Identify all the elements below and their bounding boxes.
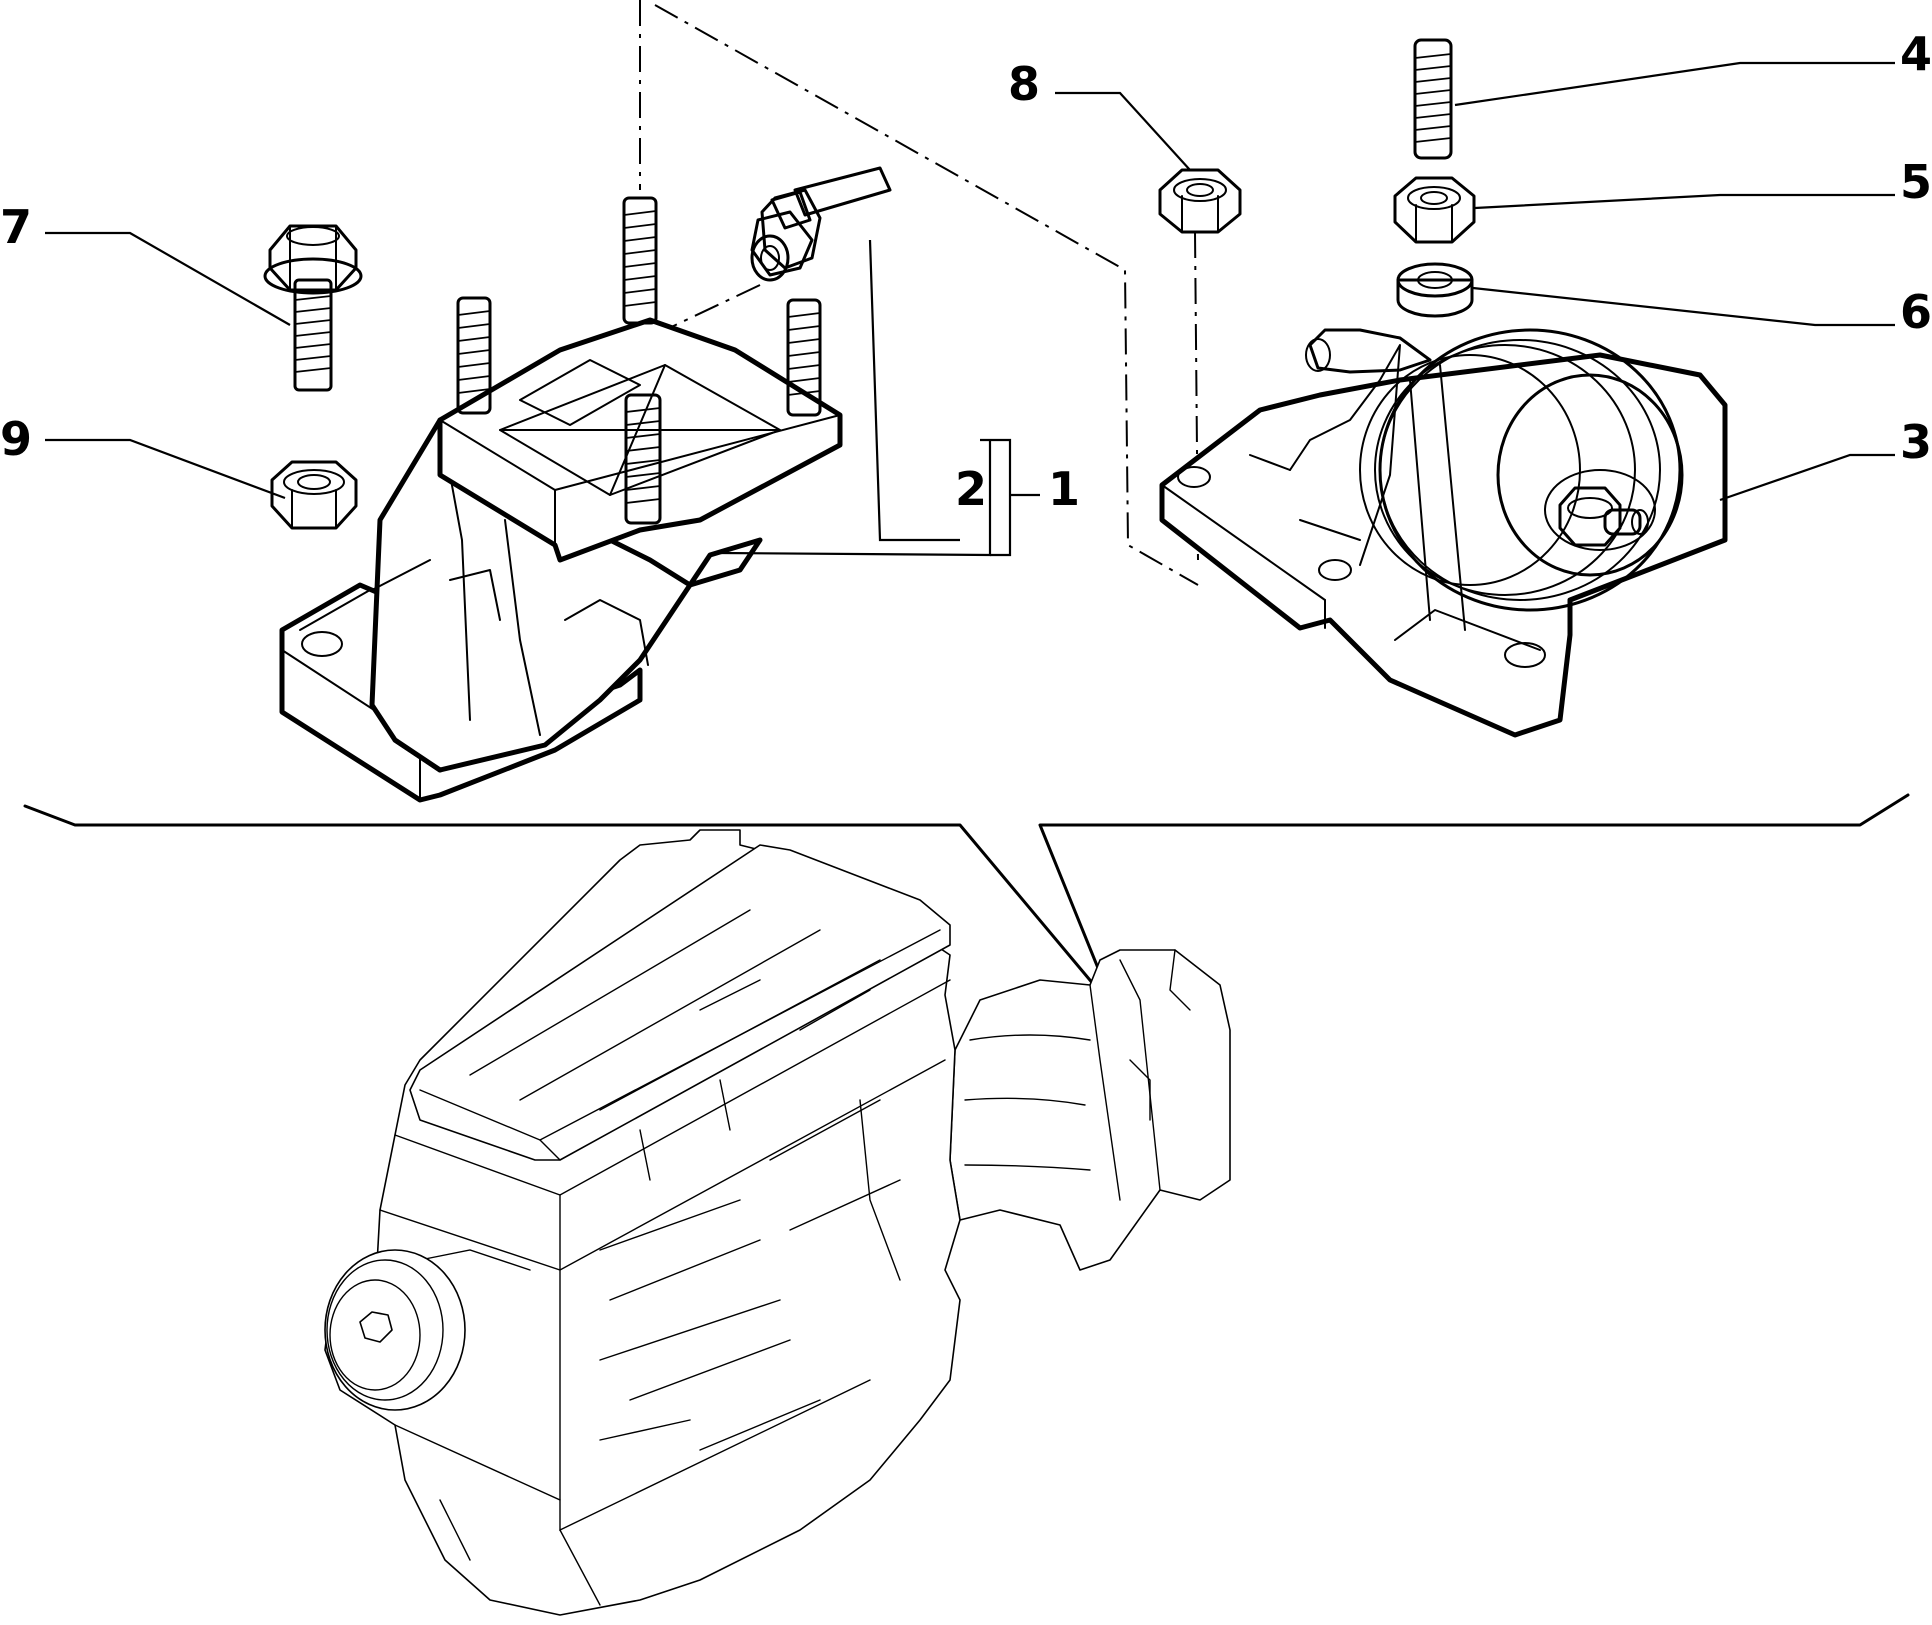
assembly-axis-lines — [639, 0, 1199, 586]
threaded-stud-part-4[interactable] — [1413, 38, 1453, 160]
hex-nut-part-5[interactable] — [1393, 176, 1476, 244]
callout-5: 5 — [1900, 155, 1932, 209]
bracket-stud-right — [786, 298, 822, 417]
callout-6: 6 — [1900, 285, 1932, 339]
callout-9: 9 — [0, 412, 32, 466]
callout-8: 8 — [1008, 57, 1040, 111]
callout-7: 7 — [0, 200, 32, 254]
hex-nut-part-9[interactable] — [270, 460, 358, 530]
washer-part-6[interactable] — [1396, 262, 1474, 318]
callout-4: 4 — [1900, 27, 1932, 81]
bracket-stud-left — [456, 296, 492, 415]
exploded-view-bracket — [23, 793, 1910, 1012]
right-engine-mount-part-3[interactable] — [1159, 328, 1728, 738]
bracket-stud-front — [624, 393, 662, 525]
left-engine-mount-bracket-part-1[interactable] — [279, 196, 843, 803]
stud-connector-part-2[interactable] — [750, 166, 892, 282]
flange-bolt-part-7[interactable] — [263, 224, 363, 392]
callout-3: 3 — [1900, 415, 1932, 469]
engine-block-context — [324, 829, 1231, 1616]
leader-lines — [45, 61, 1895, 557]
bracket-stud-top — [622, 196, 658, 325]
callout-2: 2 — [955, 462, 987, 516]
callout-numbers: 7 9 8 2 1 4 5 6 3 — [0, 27, 1932, 516]
hex-nut-part-8[interactable] — [1158, 168, 1242, 234]
callout-1: 1 — [1048, 462, 1080, 516]
